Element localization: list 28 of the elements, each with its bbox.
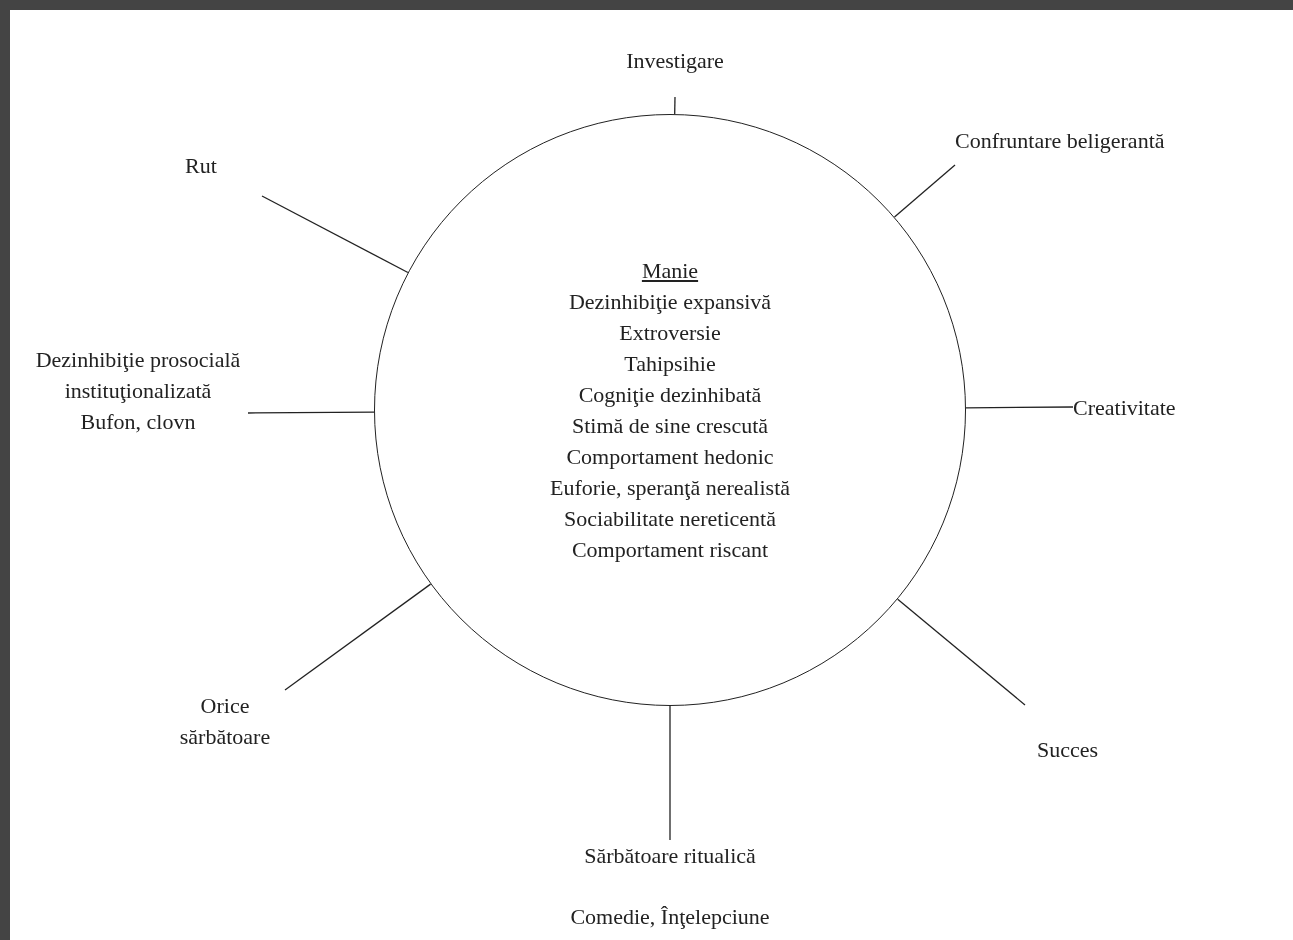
spoke-label: Investigare bbox=[626, 47, 724, 75]
spoke-line bbox=[284, 583, 432, 691]
circle-heading: Manie bbox=[641, 257, 699, 285]
trait-label: Euforie, speranţă nerealistă bbox=[549, 474, 790, 502]
trait-label: Stimă de sine crescută bbox=[571, 412, 769, 440]
spoke-line bbox=[247, 411, 375, 414]
trait-label: Extroversie bbox=[619, 319, 721, 347]
spoke-line bbox=[261, 195, 409, 274]
spoke-label: Rut bbox=[185, 152, 217, 180]
trait-label: Cogniţie dezinhibată bbox=[578, 381, 762, 409]
spoke-label: Comedie, Înţelepciune bbox=[570, 903, 770, 931]
spoke-label: Bufon, clovn bbox=[80, 408, 196, 436]
trait-label: Tahipsihie bbox=[624, 350, 716, 378]
spoke-label: Orice sărbătoare bbox=[178, 692, 272, 751]
spoke-line bbox=[674, 96, 676, 115]
spoke-label: Confruntare beligerantă bbox=[955, 127, 1165, 155]
spoke-line bbox=[897, 598, 1026, 706]
spoke-line bbox=[893, 164, 956, 218]
trait-label: Sociabilitate nereticentă bbox=[564, 505, 776, 533]
trait-label: Dezinhibiţie expansivă bbox=[568, 288, 772, 316]
trait-label: Comportament hedonic bbox=[566, 443, 774, 471]
spoke-line bbox=[669, 705, 671, 841]
spoke-line bbox=[965, 406, 1074, 409]
trait-label: Comportament riscant bbox=[571, 536, 769, 564]
spoke-label: Sărbătoare ritualică bbox=[584, 842, 756, 870]
spoke-label: Creativitate bbox=[1073, 394, 1176, 422]
spoke-label: Dezinhibiţie prosocială instituţionalizată bbox=[34, 346, 242, 405]
spoke-label: Succes bbox=[1036, 736, 1099, 764]
